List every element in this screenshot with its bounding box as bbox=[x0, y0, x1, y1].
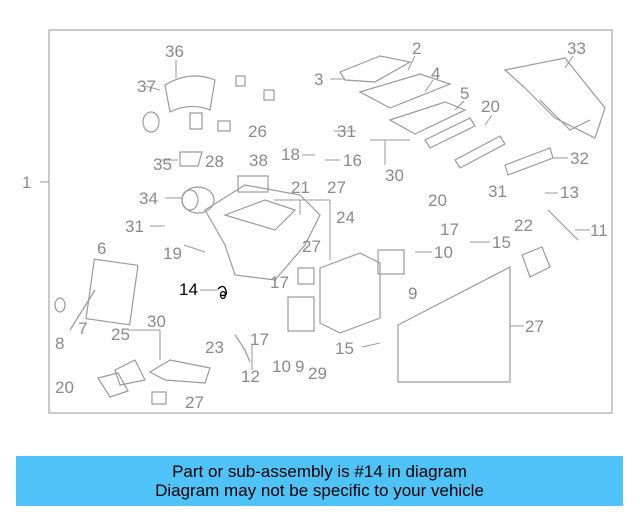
callout-20a: 20 bbox=[481, 97, 500, 116]
callout-18: 18 bbox=[281, 145, 300, 164]
callout-14-highlighted: 14 bbox=[179, 280, 198, 299]
callout-21: 21 bbox=[291, 178, 310, 197]
callout-17c: 17 bbox=[250, 330, 269, 349]
callout-9: 9 bbox=[408, 284, 417, 303]
callout-28: 28 bbox=[205, 152, 224, 171]
callout-10b: 10 bbox=[272, 357, 291, 376]
callout-16: 16 bbox=[343, 151, 362, 170]
callout-38: 38 bbox=[249, 151, 268, 170]
callout-25: 25 bbox=[111, 325, 130, 344]
callout-23: 23 bbox=[205, 338, 224, 357]
callout-9b: 9 bbox=[295, 357, 304, 376]
callout-1: 1 bbox=[22, 173, 31, 192]
callout-12: 12 bbox=[241, 367, 260, 386]
callout-17a: 17 bbox=[440, 220, 459, 239]
banner-line-2: Diagram may not be specific to your vehi… bbox=[155, 481, 484, 500]
callout-31a: 31 bbox=[337, 122, 356, 141]
callout-34: 34 bbox=[139, 189, 158, 208]
callout-labels: 1 2 3 4 5 6 7 8 9 9 10 10 11 12 13 14 15… bbox=[22, 39, 608, 412]
leader-lines bbox=[128, 55, 590, 370]
callout-15: 15 bbox=[492, 233, 511, 252]
callout-31c: 31 bbox=[125, 217, 144, 236]
parts-diagram: 1 2 3 4 5 6 7 8 9 9 10 10 11 12 13 14 15… bbox=[22, 29, 613, 414]
banner-line-1: Part or sub-assembly is #14 in diagram bbox=[172, 462, 467, 481]
callout-15b: 15 bbox=[335, 339, 354, 358]
callout-4: 4 bbox=[431, 64, 440, 83]
callout-13: 13 bbox=[560, 183, 579, 202]
callout-27b: 27 bbox=[302, 237, 321, 256]
callout-17b: 17 bbox=[270, 273, 289, 292]
callout-31b: 31 bbox=[488, 182, 507, 201]
callout-27a: 27 bbox=[327, 178, 346, 197]
callout-2: 2 bbox=[412, 39, 421, 58]
callout-29: 29 bbox=[308, 364, 327, 383]
callout-36: 36 bbox=[165, 42, 184, 61]
callout-22: 22 bbox=[514, 216, 533, 235]
callout-37: 37 bbox=[137, 77, 156, 96]
callout-30b: 30 bbox=[147, 312, 166, 331]
callout-8: 8 bbox=[55, 334, 64, 353]
callout-11: 11 bbox=[590, 221, 608, 240]
callout-30a: 30 bbox=[385, 166, 404, 185]
callout-20c: 20 bbox=[55, 378, 74, 397]
callout-20b: 20 bbox=[428, 191, 447, 210]
callout-27d: 27 bbox=[185, 393, 204, 412]
callout-7: 7 bbox=[78, 319, 87, 338]
info-banner: Part or sub-assembly is #14 in diagram D… bbox=[16, 456, 623, 506]
callout-19: 19 bbox=[163, 244, 182, 263]
callout-27c: 27 bbox=[525, 317, 544, 336]
callout-5: 5 bbox=[460, 84, 469, 103]
part-shapes bbox=[54, 55, 606, 405]
callout-33: 33 bbox=[567, 39, 586, 58]
callout-32: 32 bbox=[570, 149, 589, 168]
part-14-clip bbox=[217, 285, 228, 297]
callout-26: 26 bbox=[248, 122, 267, 141]
callout-35: 35 bbox=[153, 155, 172, 174]
callout-3: 3 bbox=[314, 70, 323, 89]
callout-6: 6 bbox=[97, 239, 106, 258]
diagram-frame bbox=[48, 29, 613, 414]
callout-24: 24 bbox=[336, 208, 355, 227]
callout-10: 10 bbox=[434, 243, 453, 262]
